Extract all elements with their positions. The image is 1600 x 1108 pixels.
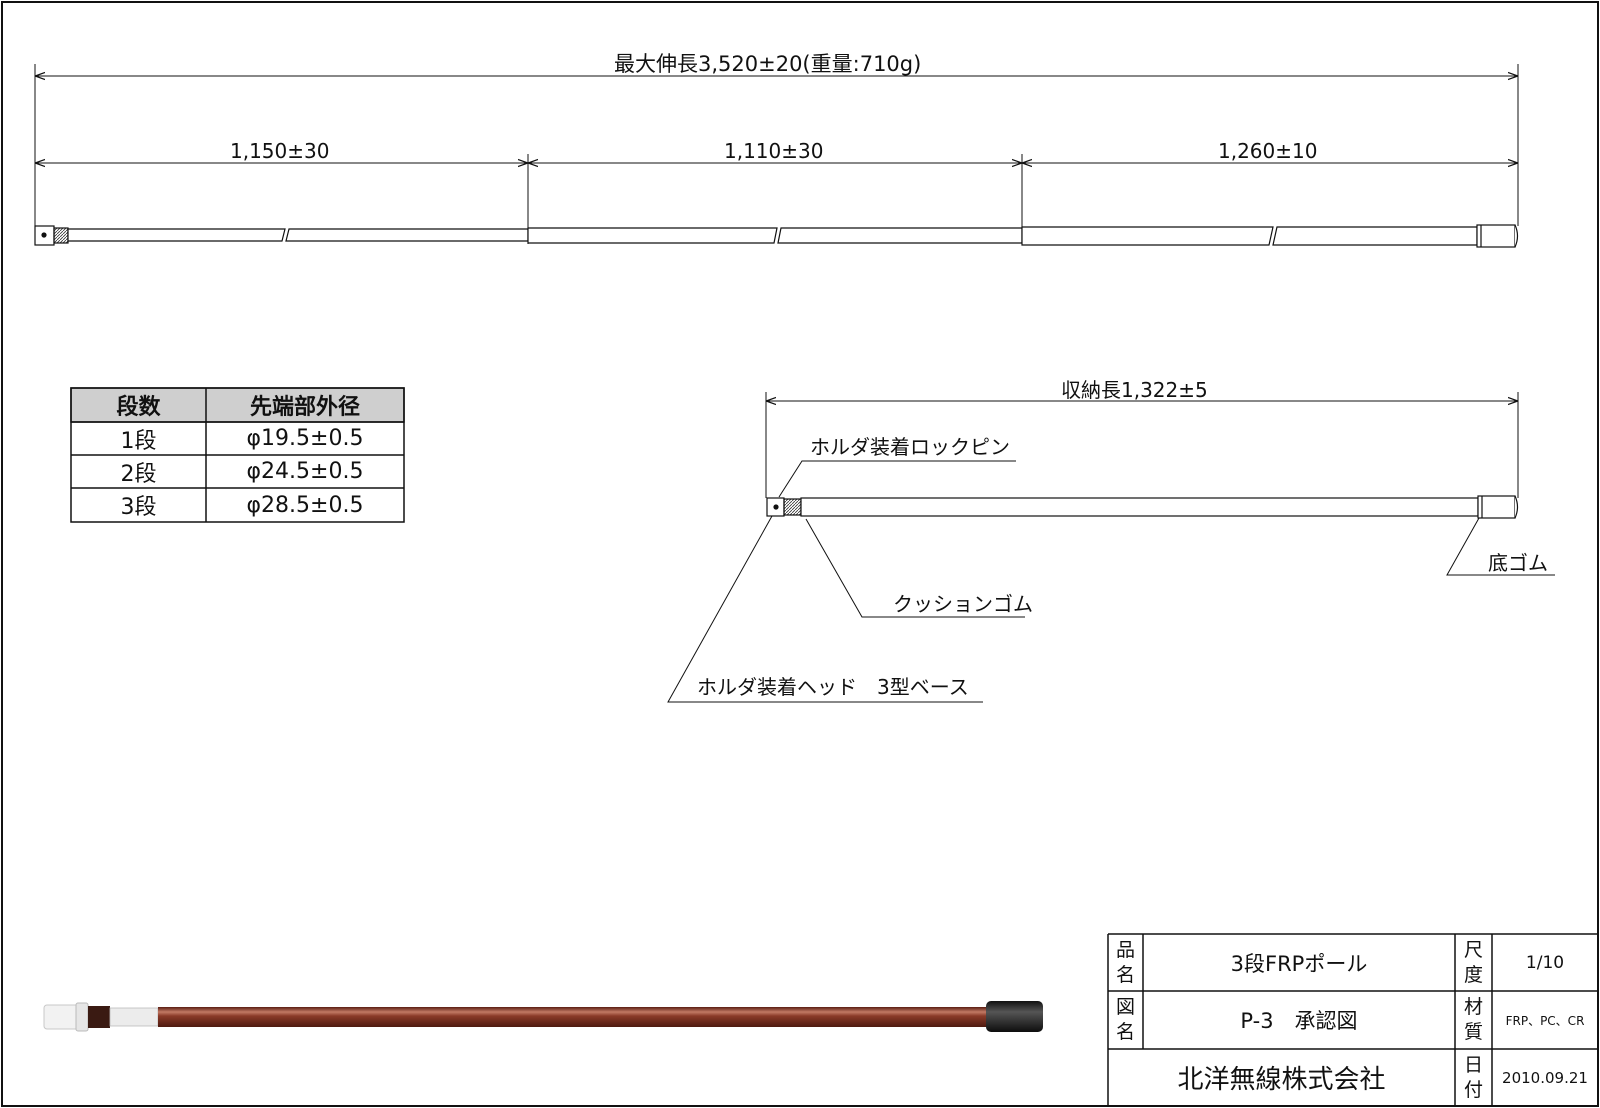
table-row-3-diameter: φ28.5±0.5 bbox=[246, 492, 364, 518]
bottom-cap bbox=[1476, 224, 1516, 248]
drawing-name: P-3 承認図 bbox=[1240, 1009, 1358, 1033]
leader-cushion bbox=[805, 518, 1025, 618]
table-row-1-stage: 1段 bbox=[120, 428, 157, 454]
leader-lines bbox=[667, 460, 1555, 703]
bottom-rubber-label: 底ゴム bbox=[1488, 551, 1548, 575]
stowed-cushion bbox=[783, 498, 802, 516]
cushion-rubber bbox=[53, 227, 69, 244]
stowed-dimension bbox=[765, 392, 1519, 498]
leader-head bbox=[667, 515, 983, 703]
table-row-1-diameter: φ19.5±0.5 bbox=[246, 426, 364, 451]
segment-3-length-label: 1,260±10 bbox=[1218, 139, 1318, 163]
product-name-label: 品名 bbox=[1115, 938, 1135, 986]
company-name: 北洋無線株式会社 bbox=[1177, 1065, 1386, 1095]
scale-value: 1/10 bbox=[1525, 952, 1565, 973]
table-row-2-diameter: φ24.5±0.5 bbox=[246, 459, 364, 484]
table-header-tip-diameter: 先端部外径 bbox=[249, 395, 360, 420]
leader-lock-pin bbox=[778, 460, 1016, 498]
scale-label: 尺度 bbox=[1463, 938, 1483, 986]
pole-photo bbox=[43, 1001, 1043, 1032]
cushion-rubber-label: クッションゴム bbox=[893, 592, 1033, 616]
lock-pin-label: ホルダ装着ロックピン bbox=[810, 435, 1010, 459]
photo-rod bbox=[158, 1007, 988, 1027]
stowed-tube bbox=[800, 497, 1479, 517]
title-block-grid bbox=[1107, 933, 1598, 1106]
extended-pole bbox=[34, 224, 1519, 248]
date-label: 日付 bbox=[1463, 1053, 1483, 1101]
table-row-2-stage: 2段 bbox=[120, 461, 157, 487]
product-name: 3段FRPポール bbox=[1230, 951, 1368, 976]
spec-table-grid bbox=[70, 387, 405, 523]
material-value: FRP、PC、CR bbox=[1505, 1013, 1585, 1028]
total-length-label: 最大伸長3,520±20(重量:710g) bbox=[614, 52, 922, 76]
material-label: 材質 bbox=[1463, 996, 1483, 1043]
stowed-pole bbox=[766, 495, 1519, 519]
date-value: 2010.09.21 bbox=[1502, 1068, 1588, 1087]
drawing-name-label: 図名 bbox=[1115, 996, 1135, 1043]
holder-head-label: ホルダ装着ヘッド 3型ベース bbox=[697, 675, 969, 699]
segment-2-length-label: 1,110±30 bbox=[724, 139, 824, 163]
table-header-stages: 段数 bbox=[116, 395, 161, 420]
segment-1-length-label: 1,150±30 bbox=[230, 139, 330, 163]
leader-bottom-rubber bbox=[1446, 517, 1555, 576]
table-row-3-stage: 3段 bbox=[120, 495, 157, 520]
stowed-length-label: 収納長1,322±5 bbox=[1061, 378, 1208, 402]
photo-black-cap bbox=[986, 1001, 1043, 1032]
stowed-bottom-cap bbox=[1477, 495, 1516, 519]
